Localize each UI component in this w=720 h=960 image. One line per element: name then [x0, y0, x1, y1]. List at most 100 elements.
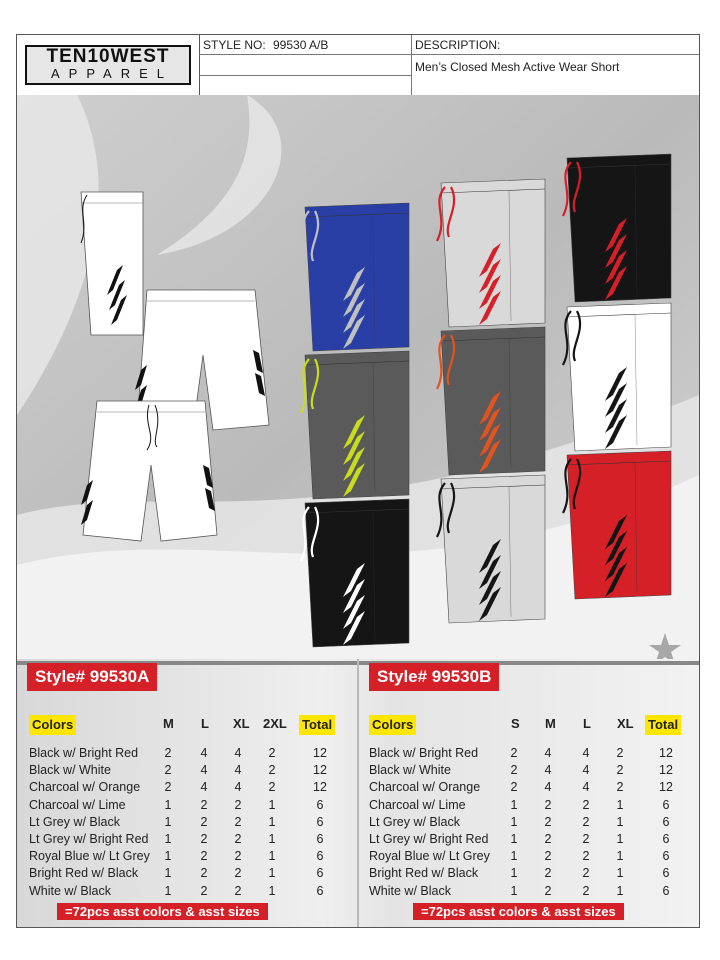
stripe-mark [605, 234, 627, 268]
color-name-cell: Charcoal w/ Orange [29, 780, 141, 795]
total-cell: 6 [316, 866, 324, 881]
total-cell: 12 [659, 746, 673, 760]
description-label: DESCRIPTION: [415, 38, 501, 52]
qty-cell: 2 [200, 883, 208, 898]
description-value: Men’s Closed Mesh Active Wear Short [415, 60, 620, 74]
stripe-mark [343, 595, 365, 629]
stripe-mark [479, 275, 501, 309]
logo-box: TEN10WEST APPAREL [17, 35, 200, 95]
qty-cell: 1 [510, 866, 518, 881]
qty-cell: 2 [200, 797, 208, 812]
seam-line [508, 486, 512, 618]
stripe-mark [605, 531, 627, 565]
stripe-mark [343, 267, 365, 301]
seam-line [508, 190, 512, 322]
stripe-mark [479, 439, 501, 473]
stripe-mark [343, 431, 365, 465]
color-name-cell: Lt Grey w/ Black [369, 814, 460, 829]
qty-cell: 2 [616, 780, 624, 795]
qty-cell: 4 [200, 746, 208, 760]
total-cell: 6 [662, 849, 670, 864]
spec-sheet: TEN10WEST APPAREL STYLE NO: 99530 A/B DE… [16, 34, 700, 928]
total-cell: 6 [316, 849, 324, 864]
qty-cell: 1 [616, 866, 624, 881]
stripe-mark [479, 555, 501, 589]
star-icon [649, 633, 681, 664]
qty-cell: 4 [234, 780, 242, 795]
stripe-mark [479, 423, 501, 457]
qty-cell: 2 [582, 832, 590, 846]
stripe-mark [343, 463, 365, 497]
waistband-line [566, 163, 672, 169]
qty-cell: 1 [164, 832, 172, 846]
qty-cell: 2 [234, 814, 242, 829]
style-a-footer: =72pcs asst colors & asst sizes [57, 903, 268, 920]
table-header-row: Colors M L XL 2XL Total [27, 715, 357, 735]
qty-cell: 1 [164, 849, 172, 864]
header-rule [199, 75, 411, 76]
drawcord [436, 334, 456, 390]
qty-cell: 4 [582, 780, 590, 795]
style-b-footer: =72pcs asst colors & asst sizes [413, 903, 624, 920]
color-name-cell: Royal Blue w/ Lt Grey [29, 849, 150, 864]
total-cell: 6 [662, 814, 670, 829]
qty-cell: 2 [582, 849, 590, 864]
color-swatch [300, 498, 410, 648]
seam-line [372, 510, 376, 642]
seam-line [634, 314, 638, 446]
sketch-side-view [80, 191, 144, 336]
drawcord [300, 358, 320, 414]
qty-cell: 2 [616, 763, 624, 778]
qty-cell: 2 [164, 780, 172, 795]
size-header: 2XL [263, 716, 287, 731]
qty-cell: 2 [616, 746, 624, 760]
qty-cell: 4 [200, 780, 208, 795]
stripe-mark [479, 571, 501, 605]
total-cell: 6 [316, 832, 324, 846]
color-swatch [436, 474, 546, 624]
qty-cell: 2 [234, 883, 242, 898]
total-cell: 12 [313, 780, 327, 795]
size-header: S [511, 716, 520, 731]
qty-cell: 1 [616, 797, 624, 812]
color-swatch [562, 302, 672, 452]
total-cell: 6 [316, 797, 324, 812]
size-header: M [545, 716, 556, 731]
qty-cell: 2 [234, 797, 242, 812]
color-swatch [436, 326, 546, 476]
qty-cell: 2 [510, 780, 518, 795]
qty-cell: 1 [616, 814, 624, 829]
total-cell: 6 [662, 883, 670, 898]
stripe-mark [605, 415, 627, 449]
stripe-mark [605, 250, 627, 284]
waistband-line [304, 508, 410, 514]
stripe-mark [605, 218, 627, 252]
qty-cell: 2 [544, 832, 552, 846]
qty-cell: 2 [164, 746, 172, 760]
color-name-cell: Lt Grey w/ Bright Red [369, 832, 489, 846]
drawcord [436, 186, 456, 242]
qty-cell: 4 [544, 746, 552, 760]
qty-cell: 1 [268, 849, 276, 864]
total-cell: 6 [316, 814, 324, 829]
stripe-mark [605, 547, 627, 581]
qty-cell: 1 [268, 797, 276, 812]
qty-cell: 2 [582, 814, 590, 829]
qty-cell: 4 [582, 763, 590, 778]
colors-header: Colors [29, 715, 77, 735]
qty-cell: 2 [582, 866, 590, 881]
color-name-cell: Black w/ Bright Red [29, 746, 139, 760]
size-header: L [583, 716, 591, 731]
qty-cell: 2 [164, 763, 172, 778]
qty-cell: 4 [544, 780, 552, 795]
qty-cell: 1 [268, 832, 276, 846]
waistband-line [304, 360, 410, 366]
color-name-cell: Charcoal w/ Lime [29, 797, 126, 812]
